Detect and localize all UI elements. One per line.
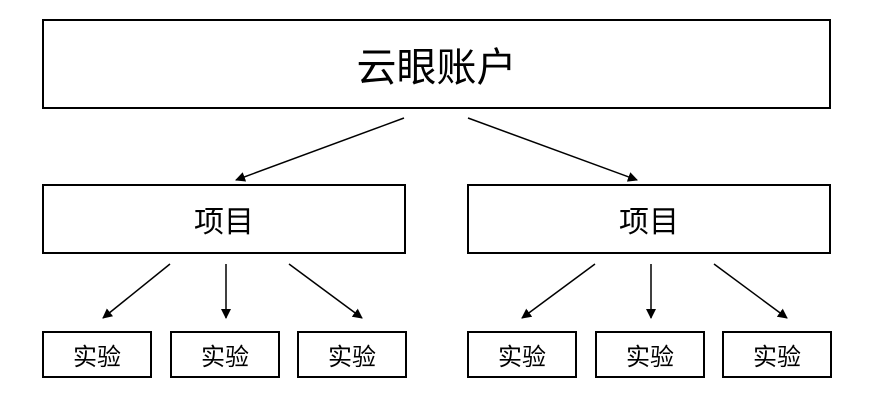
- arrow-project-2-to-exp-1: [521, 263, 596, 319]
- arrow-root-to-project-1: [235, 117, 405, 182]
- project-node-1: 项目: [42, 184, 406, 254]
- arrow-project-1-to-exp-3: [288, 263, 363, 319]
- arrow-project-2-to-exp-3: [713, 263, 788, 319]
- arrow-project-1-to-exp-1: [102, 263, 171, 319]
- experiment-node-2-1: 实验: [467, 331, 577, 378]
- experiment-node-1-3: 实验: [297, 331, 407, 378]
- arrow-root-to-project-2: [467, 117, 638, 182]
- experiment-node-1-2: 实验: [170, 331, 280, 378]
- project-node-2: 项目: [467, 184, 831, 254]
- experiment-node-2-2: 实验: [595, 331, 705, 378]
- experiment-node-1-1: 实验: [42, 331, 152, 378]
- account-node: 云眼账户: [42, 19, 831, 109]
- experiment-node-2-3: 实验: [722, 331, 832, 378]
